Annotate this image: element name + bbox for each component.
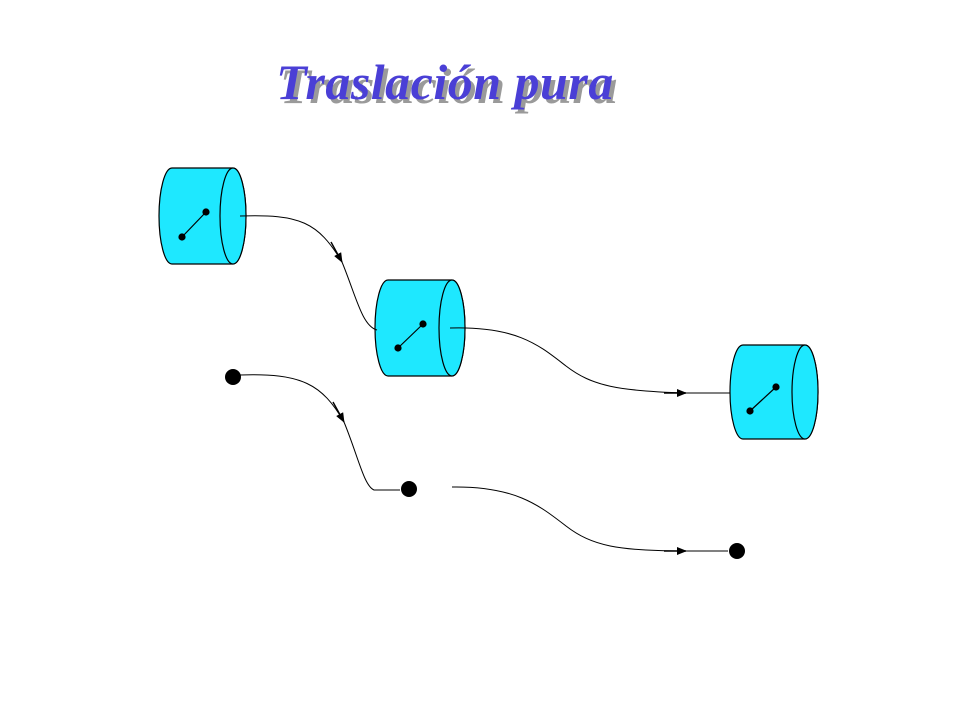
cylinder-point-2b — [419, 320, 427, 328]
cylinder-front-face-3 — [791, 344, 819, 440]
cylinder-point-3a — [746, 407, 754, 415]
cylinder-body-3 — [729, 344, 819, 440]
path-arrow-1 — [330, 241, 343, 263]
cylinder-path-1-2 — [239, 215, 378, 331]
point-path-2-3 — [451, 486, 728, 552]
slide-title-shadow: Traslación pura — [280, 58, 618, 114]
trajectory-point-3 — [729, 543, 745, 559]
cylinder-point-1b — [202, 208, 210, 216]
point-path-1-2 — [239, 374, 400, 491]
cylinder-segment-2 — [397, 323, 424, 349]
slide-title-text: Traslación pura — [276, 54, 614, 110]
cylinder-point-3b — [772, 383, 780, 391]
trajectory-point-1 — [225, 369, 241, 385]
cylinder-path-2-3 — [449, 327, 730, 394]
cylinder-point-2a — [394, 344, 402, 352]
cylinder-point-1a — [178, 233, 186, 241]
trajectory-point-2 — [401, 481, 417, 497]
slide-title: Traslación pura Traslación pura — [0, 50, 890, 114]
cylinder-segment-3 — [749, 386, 777, 412]
cylinder-segment-1 — [181, 211, 207, 238]
cylinder-body-1 — [158, 167, 247, 265]
path-arrow-3 — [332, 401, 345, 423]
point-trajectory — [225, 369, 745, 559]
